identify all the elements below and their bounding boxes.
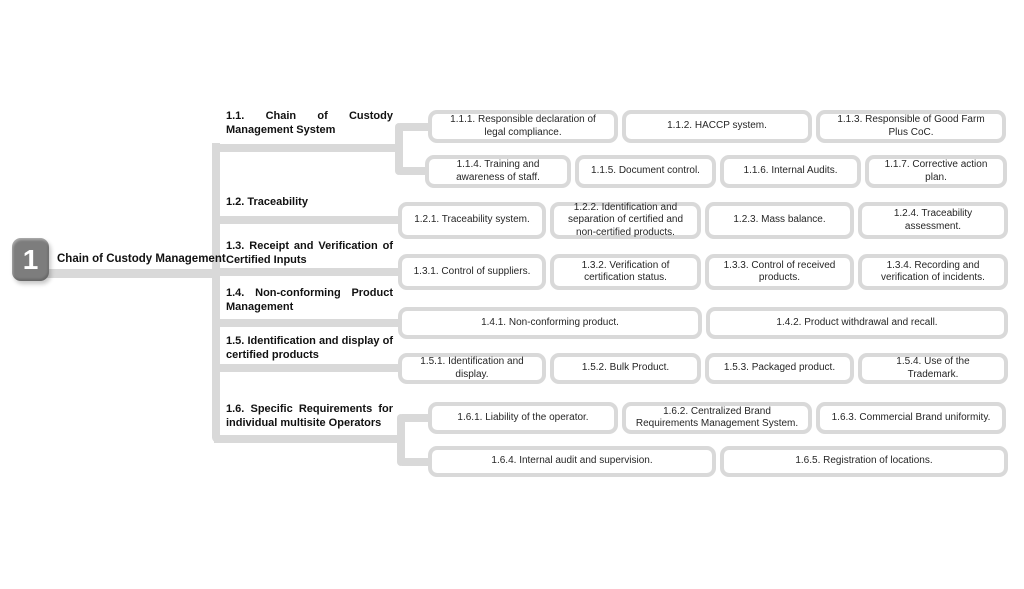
section-label-1-1: 1.1. Chain of Custody Management System — [226, 110, 393, 136]
section-label-1-5: 1.5. Identification and display of certi… — [226, 335, 393, 361]
node-1-6-4: 1.6.4. Internal audit and supervision. — [428, 446, 716, 477]
connector-stub-1-6b — [402, 458, 430, 466]
section-label-1-4: 1.4. Non-conforming Product Management — [226, 287, 393, 313]
connector-stub-1-1b — [400, 167, 430, 175]
connector-stub-1-1a — [400, 123, 430, 131]
node-1-6-3: 1.6.3. Commercial Brand uniformity. — [816, 402, 1006, 434]
node-1-5-3: 1.5.3. Packaged product. — [705, 353, 854, 384]
node-1-3-1: 1.3.1. Control of suppliers. — [398, 254, 546, 290]
node-1-3-2: 1.3.2. Verification of certification sta… — [550, 254, 701, 290]
node-1-1-5: 1.1.5. Document control. — [575, 155, 716, 188]
connector-bracket-1-6 — [397, 414, 405, 466]
section-label-1-6: 1.6. Specific Requirements for individua… — [226, 403, 393, 429]
root-title: Chain of Custody Management — [57, 253, 226, 265]
node-1-5-2: 1.5.2. Bulk Product. — [550, 353, 701, 384]
node-1-2-4: 1.2.4. Traceability assessment. — [858, 202, 1008, 239]
connector-feed-1-5 — [216, 364, 401, 372]
connector-feed-1-4 — [216, 319, 401, 327]
node-1-6-2: 1.6.2. Centralized Brand Requirements Ma… — [622, 402, 812, 434]
node-1-5-4: 1.5.4. Use of the Trademark. — [858, 353, 1008, 384]
connector-trunk-vertical — [212, 143, 220, 443]
connector-feed-1-3 — [216, 268, 401, 276]
connector-stub-1-6a — [402, 414, 430, 422]
node-1-1-7: 1.1.7. Corrective action plan. — [865, 155, 1007, 188]
node-1-1-1: 1.1.1. Responsible declaration of legal … — [428, 110, 618, 143]
node-1-3-4: 1.3.4. Recording and verification of inc… — [858, 254, 1008, 290]
node-1-5-1: 1.5.1. Identification and display. — [398, 353, 546, 384]
section-label-1-3: 1.3. Receipt and Verification of Certifi… — [226, 240, 393, 266]
connector-root-horizontal — [40, 269, 220, 278]
node-1-6-5: 1.6.5. Registration of locations. — [720, 446, 1008, 477]
connector-feed-1-1 — [216, 144, 397, 152]
section-label-1-2: 1.2. Traceability — [226, 196, 308, 208]
connector-feed-1-2 — [216, 216, 401, 224]
node-1-2-3: 1.2.3. Mass balance. — [705, 202, 854, 239]
connector-bracket-1-1 — [395, 123, 403, 175]
node-1-2-2: 1.2.2. Identification and separation of … — [550, 202, 701, 239]
node-1-3-3: 1.3.3. Control of received products. — [705, 254, 854, 290]
node-1-1-4: 1.1.4. Training and awareness of staff. — [425, 155, 571, 188]
node-1-1-3: 1.1.3. Responsible of Good Farm Plus CoC… — [816, 110, 1006, 143]
node-1-4-1: 1.4.1. Non-conforming product. — [398, 307, 702, 339]
connector-feed-1-6 — [214, 435, 400, 443]
node-1-2-1: 1.2.1. Traceability system. — [398, 202, 546, 239]
node-1-1-6: 1.1.6. Internal Audits. — [720, 155, 861, 188]
node-1-1-2: 1.1.2. HACCP system. — [622, 110, 812, 143]
node-1-4-2: 1.4.2. Product withdrawal and recall. — [706, 307, 1008, 339]
root-number-badge: 1 — [12, 238, 49, 281]
node-1-6-1: 1.6.1. Liability of the operator. — [428, 402, 618, 434]
